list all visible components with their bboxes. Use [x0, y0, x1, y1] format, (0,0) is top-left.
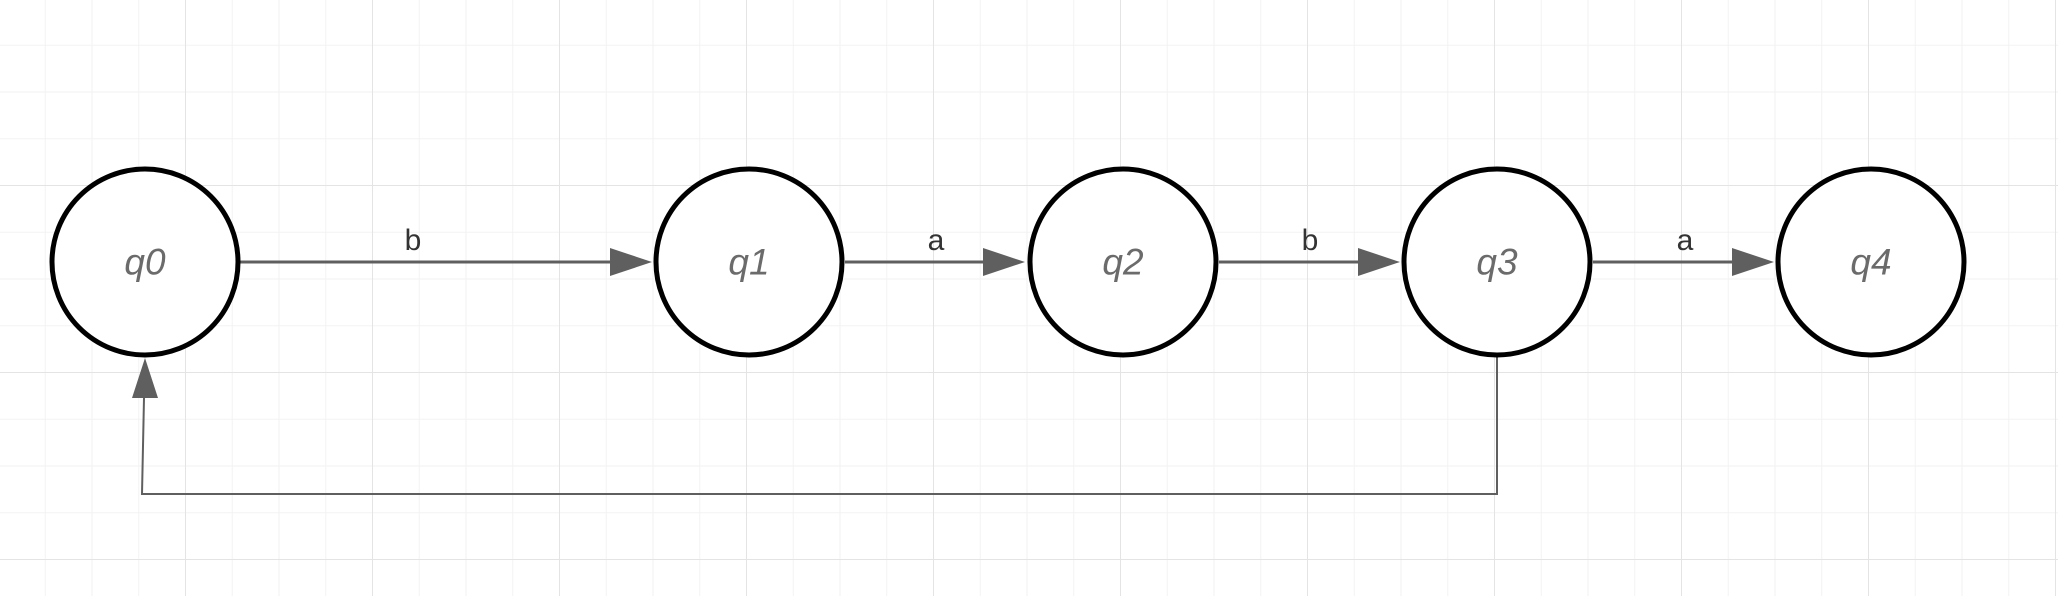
state-circle: [653, 166, 845, 358]
arrowhead: [132, 358, 158, 398]
arrowhead: [610, 248, 652, 276]
arrowhead: [1358, 248, 1400, 276]
transition-label: a: [1677, 224, 1694, 257]
transition-label: b: [405, 224, 422, 257]
state-q0[interactable]: q0: [49, 166, 241, 358]
state-q3[interactable]: q3: [1401, 166, 1593, 358]
transition-q2-q3[interactable]: b: [1219, 224, 1400, 276]
transition-q0-q1[interactable]: b: [240, 224, 652, 276]
arrowhead: [1732, 248, 1774, 276]
state-label: q1: [728, 242, 769, 283]
state-label: q2: [1102, 242, 1144, 283]
state-circle: [1027, 166, 1219, 358]
state-label: q0: [124, 242, 166, 283]
state-label: q3: [1476, 242, 1518, 283]
state-circle: [1775, 166, 1967, 358]
arrowhead: [983, 248, 1025, 276]
transition-label: b: [1302, 224, 1319, 257]
transition-q3-q0[interactable]: [132, 356, 1498, 495]
state-circle: [1401, 166, 1593, 358]
edge-line: [140, 356, 1498, 495]
state-circle: [49, 166, 241, 358]
state-q2[interactable]: q2: [1027, 166, 1219, 358]
transition-q1-q2[interactable]: a: [845, 224, 1025, 276]
state-label: q4: [1850, 242, 1891, 283]
state-q1[interactable]: q1: [653, 166, 845, 358]
transition-q3-q4[interactable]: a: [1593, 224, 1774, 276]
transition-label: a: [928, 224, 945, 257]
state-q4[interactable]: q4: [1775, 166, 1967, 358]
